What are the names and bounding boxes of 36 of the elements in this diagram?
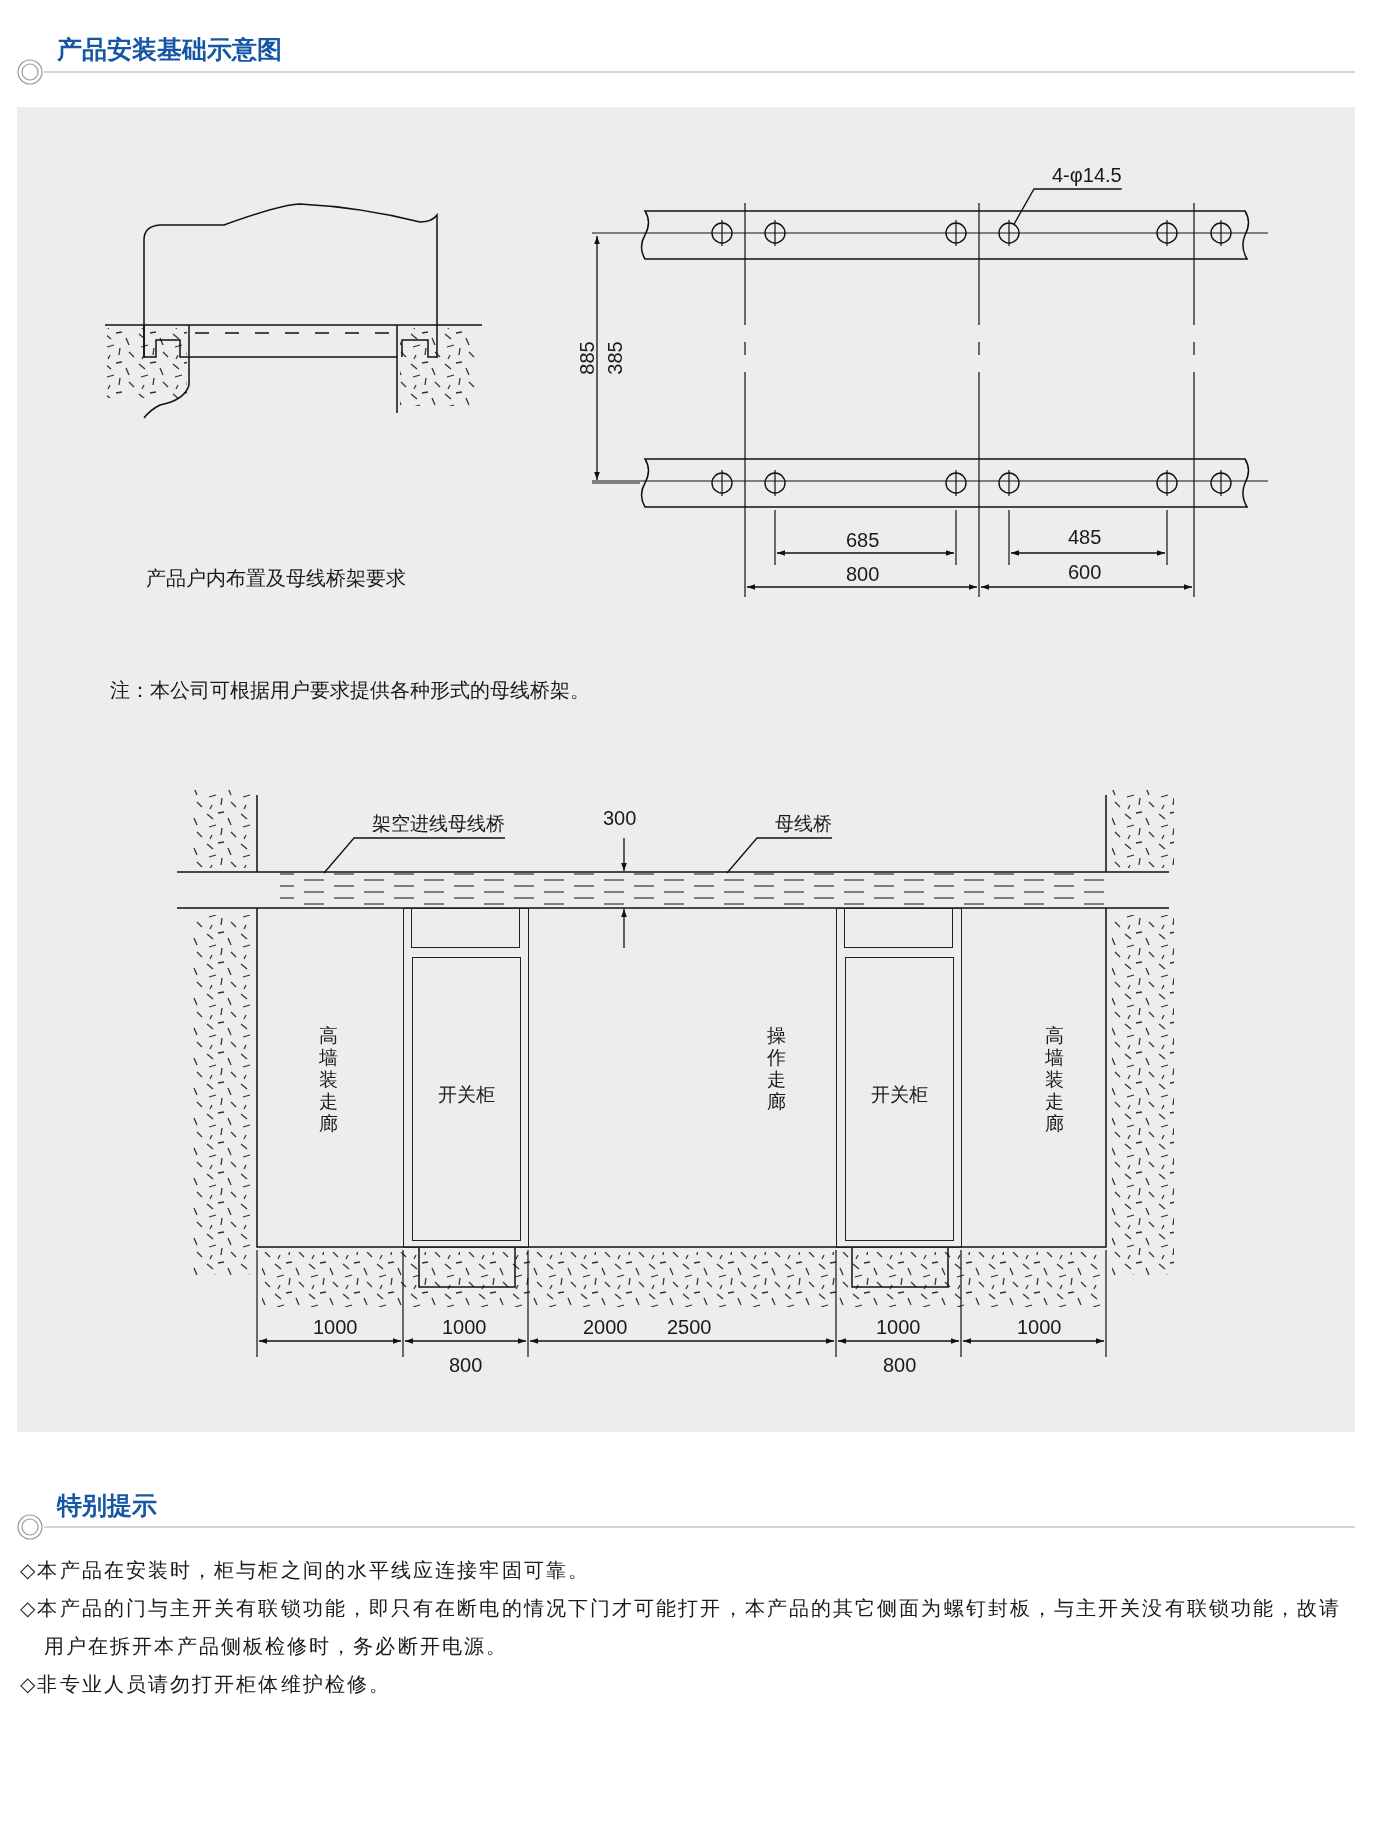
area-label: 高墙装走廊 <box>1044 1025 1064 1135</box>
dimension-text: 1000 <box>1017 1315 1062 1339</box>
dimension-text: 885 <box>574 341 599 375</box>
dimension-text: 2000 <box>583 1315 628 1339</box>
dimension-text: 1000 <box>442 1315 487 1339</box>
note-text: 注：本公司可根据用户要求提供各种形式的母线桥架。 <box>110 678 590 702</box>
callout-text: 架空进线母线桥 <box>372 812 505 836</box>
dimension-text: 1000 <box>876 1315 921 1339</box>
dimension-text: 385 <box>602 341 627 375</box>
callout-text: 4-φ14.5 <box>1052 163 1122 187</box>
leader-line <box>726 837 833 874</box>
dimension-text: 300 <box>603 806 637 830</box>
bullet-text: ◇非专业人员请勿打开柜体维护检修。 <box>20 1672 393 1697</box>
leader-line <box>323 837 506 874</box>
bullet-text: ◇本产品在安装时，柜与柜之间的水平线应连接牢固可靠。 <box>20 1558 591 1583</box>
section-heading: 产品安装基础示意图 <box>57 34 282 64</box>
bullet-text: ◇本产品的门与主开关有联锁功能，即只有在断电的情况下门才可能打开，本产品的其它侧面为螺钉封板，与主开关没有联锁功能，故请用户在拆开本产品侧板检修时，务必断开电源。 <box>20 1596 1343 1659</box>
leader-line <box>1013 188 1123 225</box>
section-heading: 特别提示 <box>57 1490 157 1520</box>
dimension-text: 2500 <box>667 1315 712 1339</box>
dimension-text: 685 <box>846 528 880 552</box>
bolt-hole <box>998 219 1020 247</box>
dimension-text: 800 <box>449 1353 483 1377</box>
callout-text: 母线桥 <box>775 812 832 836</box>
dimension-text: 485 <box>1068 525 1102 549</box>
area-label: 高墙装走廊 <box>318 1025 338 1135</box>
dimension-text: 800 <box>883 1353 917 1377</box>
cabinet-label: 开关柜 <box>437 1083 496 1107</box>
figure-caption: 产品户内布置及母线桥架要求 <box>146 566 406 590</box>
dimension-text: 800 <box>846 562 880 586</box>
dimension-text: 1000 <box>313 1315 358 1339</box>
dimension-text: 600 <box>1068 560 1102 584</box>
cabinet-label: 开关柜 <box>870 1083 929 1107</box>
switchgear-cabinet <box>403 908 529 1248</box>
area-label: 操作走廊 <box>766 1025 786 1113</box>
switchgear-cabinet <box>836 908 962 1248</box>
